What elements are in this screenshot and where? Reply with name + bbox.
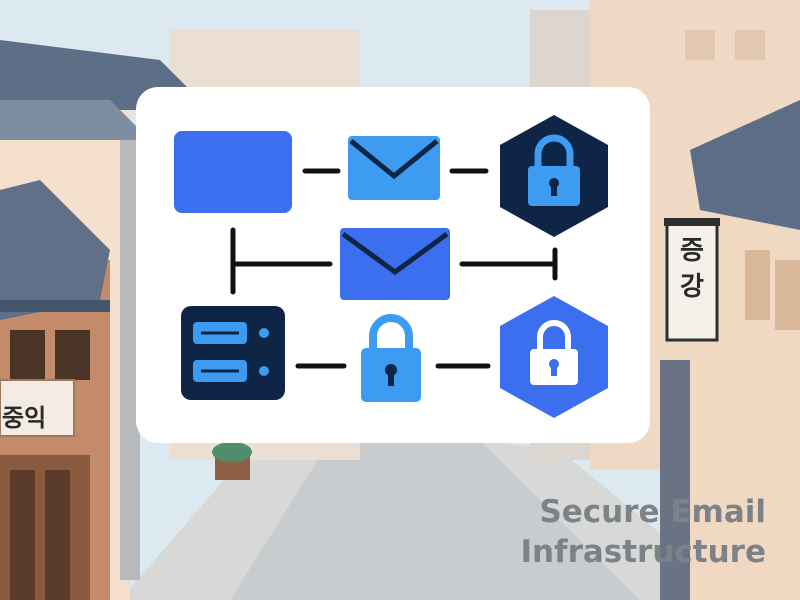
traditional-roof-left: [0, 180, 110, 320]
envelope-icon: [340, 228, 450, 300]
hexagon-lock-icon: [500, 115, 608, 237]
road: [230, 440, 640, 600]
connectors: [230, 168, 558, 369]
left-pole: [120, 140, 140, 580]
sidewalk-left: [120, 440, 330, 600]
traditional-roof-right: [690, 100, 800, 230]
caption: Secure Email Infrastructure: [520, 492, 766, 572]
caption-line-1: Secure Email: [539, 494, 766, 530]
envelope-icon: [348, 136, 440, 200]
padlock-icon: [361, 314, 421, 402]
server-icon: [181, 306, 285, 400]
left-sign-text: 중익: [2, 404, 47, 432]
hexagon-lock-icon: [500, 296, 608, 418]
right-sign-text: 증강: [680, 236, 704, 302]
left-sign-board: [0, 379, 75, 437]
client-block: [174, 131, 292, 213]
caption-line-2: Infrastructure: [520, 534, 766, 570]
